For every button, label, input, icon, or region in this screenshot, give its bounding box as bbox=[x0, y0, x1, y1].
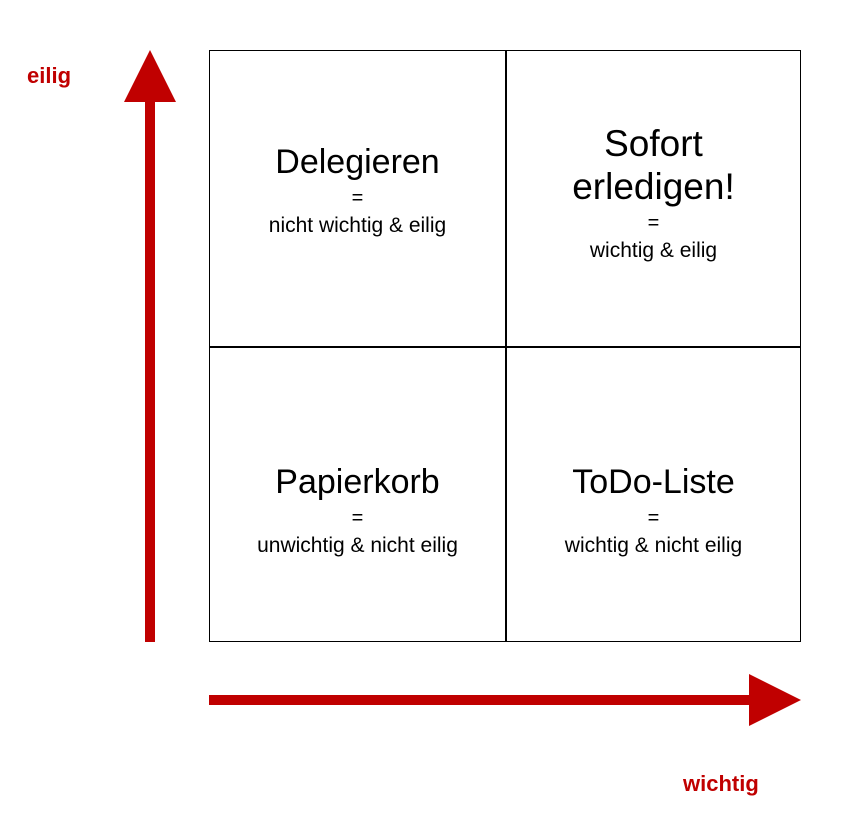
quadrant-description: wichtig & eilig bbox=[589, 238, 718, 262]
eisenhower-matrix: Delegieren = nicht wichtig & eilig Sofor… bbox=[209, 50, 801, 642]
y-axis-arrow-icon bbox=[124, 50, 176, 642]
equals-sign: = bbox=[647, 211, 660, 234]
quadrant-todo-list: ToDo-Liste = wichtig & nicht eilig bbox=[506, 347, 801, 642]
quadrant-do-now: Sofort erledigen! = wichtig & eilig bbox=[506, 51, 801, 346]
quadrant-title: ToDo-Liste bbox=[572, 463, 735, 501]
quadrant-title: Delegieren bbox=[275, 143, 440, 181]
horizontal-divider bbox=[210, 346, 800, 348]
quadrant-title: Papierkorb bbox=[275, 463, 440, 501]
quadrant-delegate: Delegieren = nicht wichtig & eilig bbox=[210, 51, 505, 346]
quadrant-description: unwichtig & nicht eilig bbox=[257, 534, 458, 557]
equals-sign: = bbox=[351, 187, 364, 209]
x-axis-label: wichtig bbox=[683, 771, 759, 796]
x-axis-arrow-icon bbox=[209, 674, 801, 726]
quadrant-description: nicht wichtig & eilig bbox=[268, 214, 447, 237]
equals-sign: = bbox=[647, 507, 660, 529]
quadrant-description: wichtig & nicht eilig bbox=[564, 534, 743, 557]
quadrant-trash: Papierkorb = unwichtig & nicht eilig bbox=[210, 347, 505, 642]
y-axis-label: eilig bbox=[27, 63, 72, 88]
quadrant-title: Sofort erledigen! bbox=[572, 122, 735, 207]
equals-sign: = bbox=[351, 507, 364, 529]
